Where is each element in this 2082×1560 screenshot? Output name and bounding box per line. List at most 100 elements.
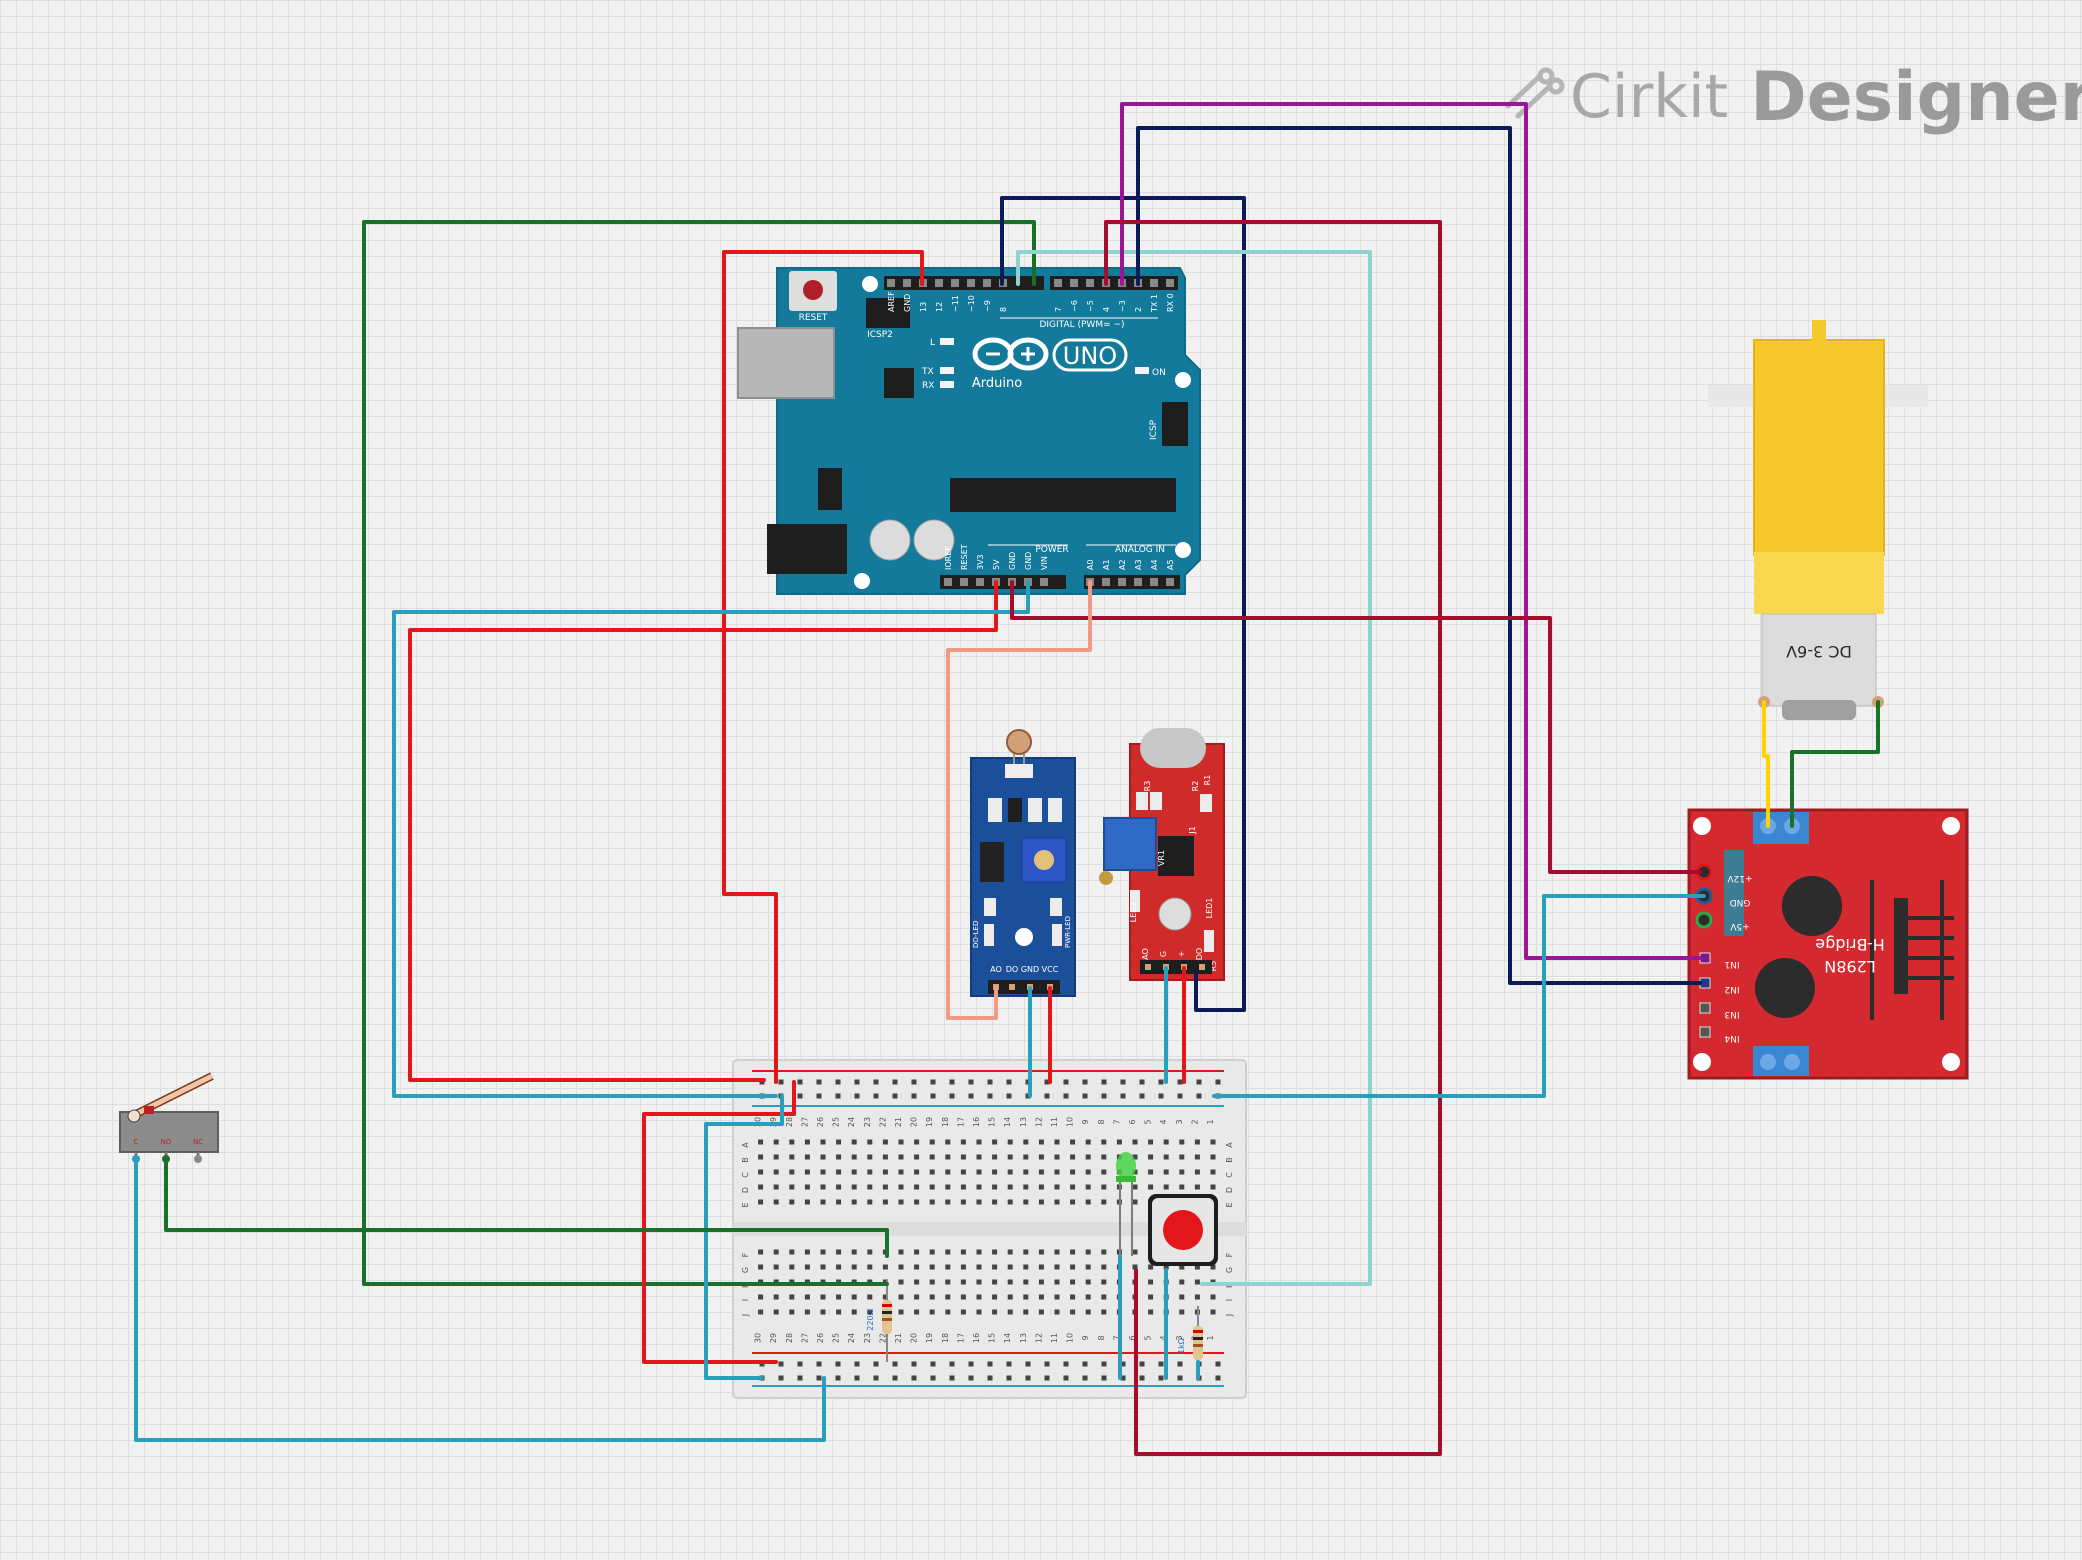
push-button[interactable] xyxy=(1148,1194,1218,1266)
breadboard-rail-hole[interactable] xyxy=(892,1079,898,1085)
breadboard-rail-hole[interactable] xyxy=(1063,1093,1069,1099)
breadboard-hole[interactable] xyxy=(960,1294,966,1300)
breadboard-rail-hole[interactable] xyxy=(1025,1375,1031,1381)
breadboard-rail-hole[interactable] xyxy=(1120,1079,1126,1085)
breadboard-rail-hole[interactable] xyxy=(854,1093,860,1099)
breadboard-rail-hole[interactable] xyxy=(1139,1361,1145,1367)
breadboard-hole[interactable] xyxy=(976,1139,982,1145)
breadboard-hole[interactable] xyxy=(836,1309,842,1315)
breadboard-rail-hole[interactable] xyxy=(1044,1093,1050,1099)
breadboard-hole[interactable] xyxy=(1054,1184,1060,1190)
breadboard-hole[interactable] xyxy=(929,1199,935,1205)
breadboard-rail-hole[interactable] xyxy=(1101,1375,1107,1381)
breadboard-hole[interactable] xyxy=(1101,1294,1107,1300)
wire[interactable] xyxy=(1010,580,1702,874)
breadboard-hole[interactable] xyxy=(867,1199,873,1205)
breadboard-hole[interactable] xyxy=(992,1199,998,1205)
breadboard-hole[interactable] xyxy=(1038,1184,1044,1190)
breadboard-hole[interactable] xyxy=(1210,1294,1216,1300)
breadboard-hole[interactable] xyxy=(976,1169,982,1175)
breadboard-hole[interactable] xyxy=(1101,1184,1107,1190)
breadboard-rail-hole[interactable] xyxy=(1082,1375,1088,1381)
breadboard-hole[interactable] xyxy=(789,1294,795,1300)
breadboard-hole[interactable] xyxy=(1007,1264,1013,1270)
breadboard-hole[interactable] xyxy=(836,1139,842,1145)
breadboard-hole[interactable] xyxy=(1163,1139,1169,1145)
breadboard-hole[interactable] xyxy=(1085,1279,1091,1285)
breadboard-hole[interactable] xyxy=(773,1199,779,1205)
breadboard-hole[interactable] xyxy=(960,1139,966,1145)
breadboard-hole[interactable] xyxy=(820,1294,826,1300)
breadboard-hole[interactable] xyxy=(929,1264,935,1270)
breadboard-hole[interactable] xyxy=(1132,1264,1138,1270)
arduino-header-pin[interactable] xyxy=(951,279,959,287)
breadboard-rail-hole[interactable] xyxy=(835,1361,841,1367)
breadboard-hole[interactable] xyxy=(1054,1264,1060,1270)
breadboard-hole[interactable] xyxy=(929,1139,935,1145)
breadboard-hole[interactable] xyxy=(1148,1139,1154,1145)
wire[interactable] xyxy=(1212,894,1706,1098)
breadboard-hole[interactable] xyxy=(758,1294,764,1300)
arduino-header-pin[interactable] xyxy=(1150,578,1158,586)
breadboard-hole[interactable] xyxy=(773,1294,779,1300)
breadboard-hole[interactable] xyxy=(1210,1264,1216,1270)
breadboard-hole[interactable] xyxy=(945,1199,951,1205)
breadboard-rail-hole[interactable] xyxy=(892,1375,898,1381)
breadboard-hole[interactable] xyxy=(1194,1184,1200,1190)
breadboard-hole[interactable] xyxy=(945,1249,951,1255)
breadboard-hole[interactable] xyxy=(836,1249,842,1255)
wire[interactable] xyxy=(946,580,1092,1020)
breadboard-hole[interactable] xyxy=(898,1139,904,1145)
breadboard-hole[interactable] xyxy=(1210,1154,1216,1160)
breadboard-rail-hole[interactable] xyxy=(1006,1375,1012,1381)
breadboard-hole[interactable] xyxy=(1038,1309,1044,1315)
breadboard-hole[interactable] xyxy=(1148,1169,1154,1175)
breadboard-hole[interactable] xyxy=(773,1309,779,1315)
arduino-header-pin[interactable] xyxy=(903,279,911,287)
breadboard-rail-hole[interactable] xyxy=(949,1093,955,1099)
breadboard-hole[interactable] xyxy=(789,1249,795,1255)
breadboard-hole[interactable] xyxy=(898,1184,904,1190)
breadboard-hole[interactable] xyxy=(851,1294,857,1300)
breadboard-hole[interactable] xyxy=(773,1154,779,1160)
breadboard-hole[interactable] xyxy=(867,1139,873,1145)
breadboard-hole[interactable] xyxy=(1023,1294,1029,1300)
breadboard-rail-hole[interactable] xyxy=(854,1079,860,1085)
breadboard-rail-hole[interactable] xyxy=(1158,1079,1164,1085)
breadboard-hole[interactable] xyxy=(1101,1309,1107,1315)
breadboard-rail-hole[interactable] xyxy=(930,1093,936,1099)
breadboard-hole[interactable] xyxy=(1007,1309,1013,1315)
breadboard-hole[interactable] xyxy=(960,1169,966,1175)
breadboard-hole[interactable] xyxy=(1070,1139,1076,1145)
breadboard-rail-hole[interactable] xyxy=(1177,1079,1183,1085)
breadboard-rail-hole[interactable] xyxy=(1177,1375,1183,1381)
breadboard-hole[interactable] xyxy=(820,1199,826,1205)
breadboard-hole[interactable] xyxy=(992,1294,998,1300)
breadboard-hole[interactable] xyxy=(898,1309,904,1315)
breadboard-hole[interactable] xyxy=(758,1184,764,1190)
breadboard-rail-hole[interactable] xyxy=(797,1079,803,1085)
breadboard-hole[interactable] xyxy=(789,1139,795,1145)
breadboard-rail-hole[interactable] xyxy=(1177,1361,1183,1367)
breadboard-rail-hole[interactable] xyxy=(1158,1375,1164,1381)
breadboard-hole[interactable] xyxy=(851,1199,857,1205)
breadboard-rail-hole[interactable] xyxy=(797,1375,803,1381)
breadboard-hole[interactable] xyxy=(789,1154,795,1160)
arduino-header-pin[interactable] xyxy=(944,578,952,586)
breadboard-hole[interactable] xyxy=(992,1169,998,1175)
breadboard-hole[interactable] xyxy=(1163,1169,1169,1175)
breadboard-hole[interactable] xyxy=(976,1154,982,1160)
breadboard-hole[interactable] xyxy=(976,1264,982,1270)
breadboard-hole[interactable] xyxy=(914,1309,920,1315)
breadboard-hole[interactable] xyxy=(945,1139,951,1145)
arduino-header-pin[interactable] xyxy=(983,279,991,287)
breadboard-hole[interactable] xyxy=(1148,1154,1154,1160)
breadboard-hole[interactable] xyxy=(882,1139,888,1145)
arduino-header-pin[interactable] xyxy=(1166,279,1174,287)
breadboard-hole[interactable] xyxy=(1038,1264,1044,1270)
arduino-header-pin[interactable] xyxy=(976,578,984,586)
breadboard-hole[interactable] xyxy=(1007,1169,1013,1175)
breadboard-hole[interactable] xyxy=(1023,1184,1029,1190)
breadboard-rail-hole[interactable] xyxy=(873,1093,879,1099)
breadboard-hole[interactable] xyxy=(836,1294,842,1300)
